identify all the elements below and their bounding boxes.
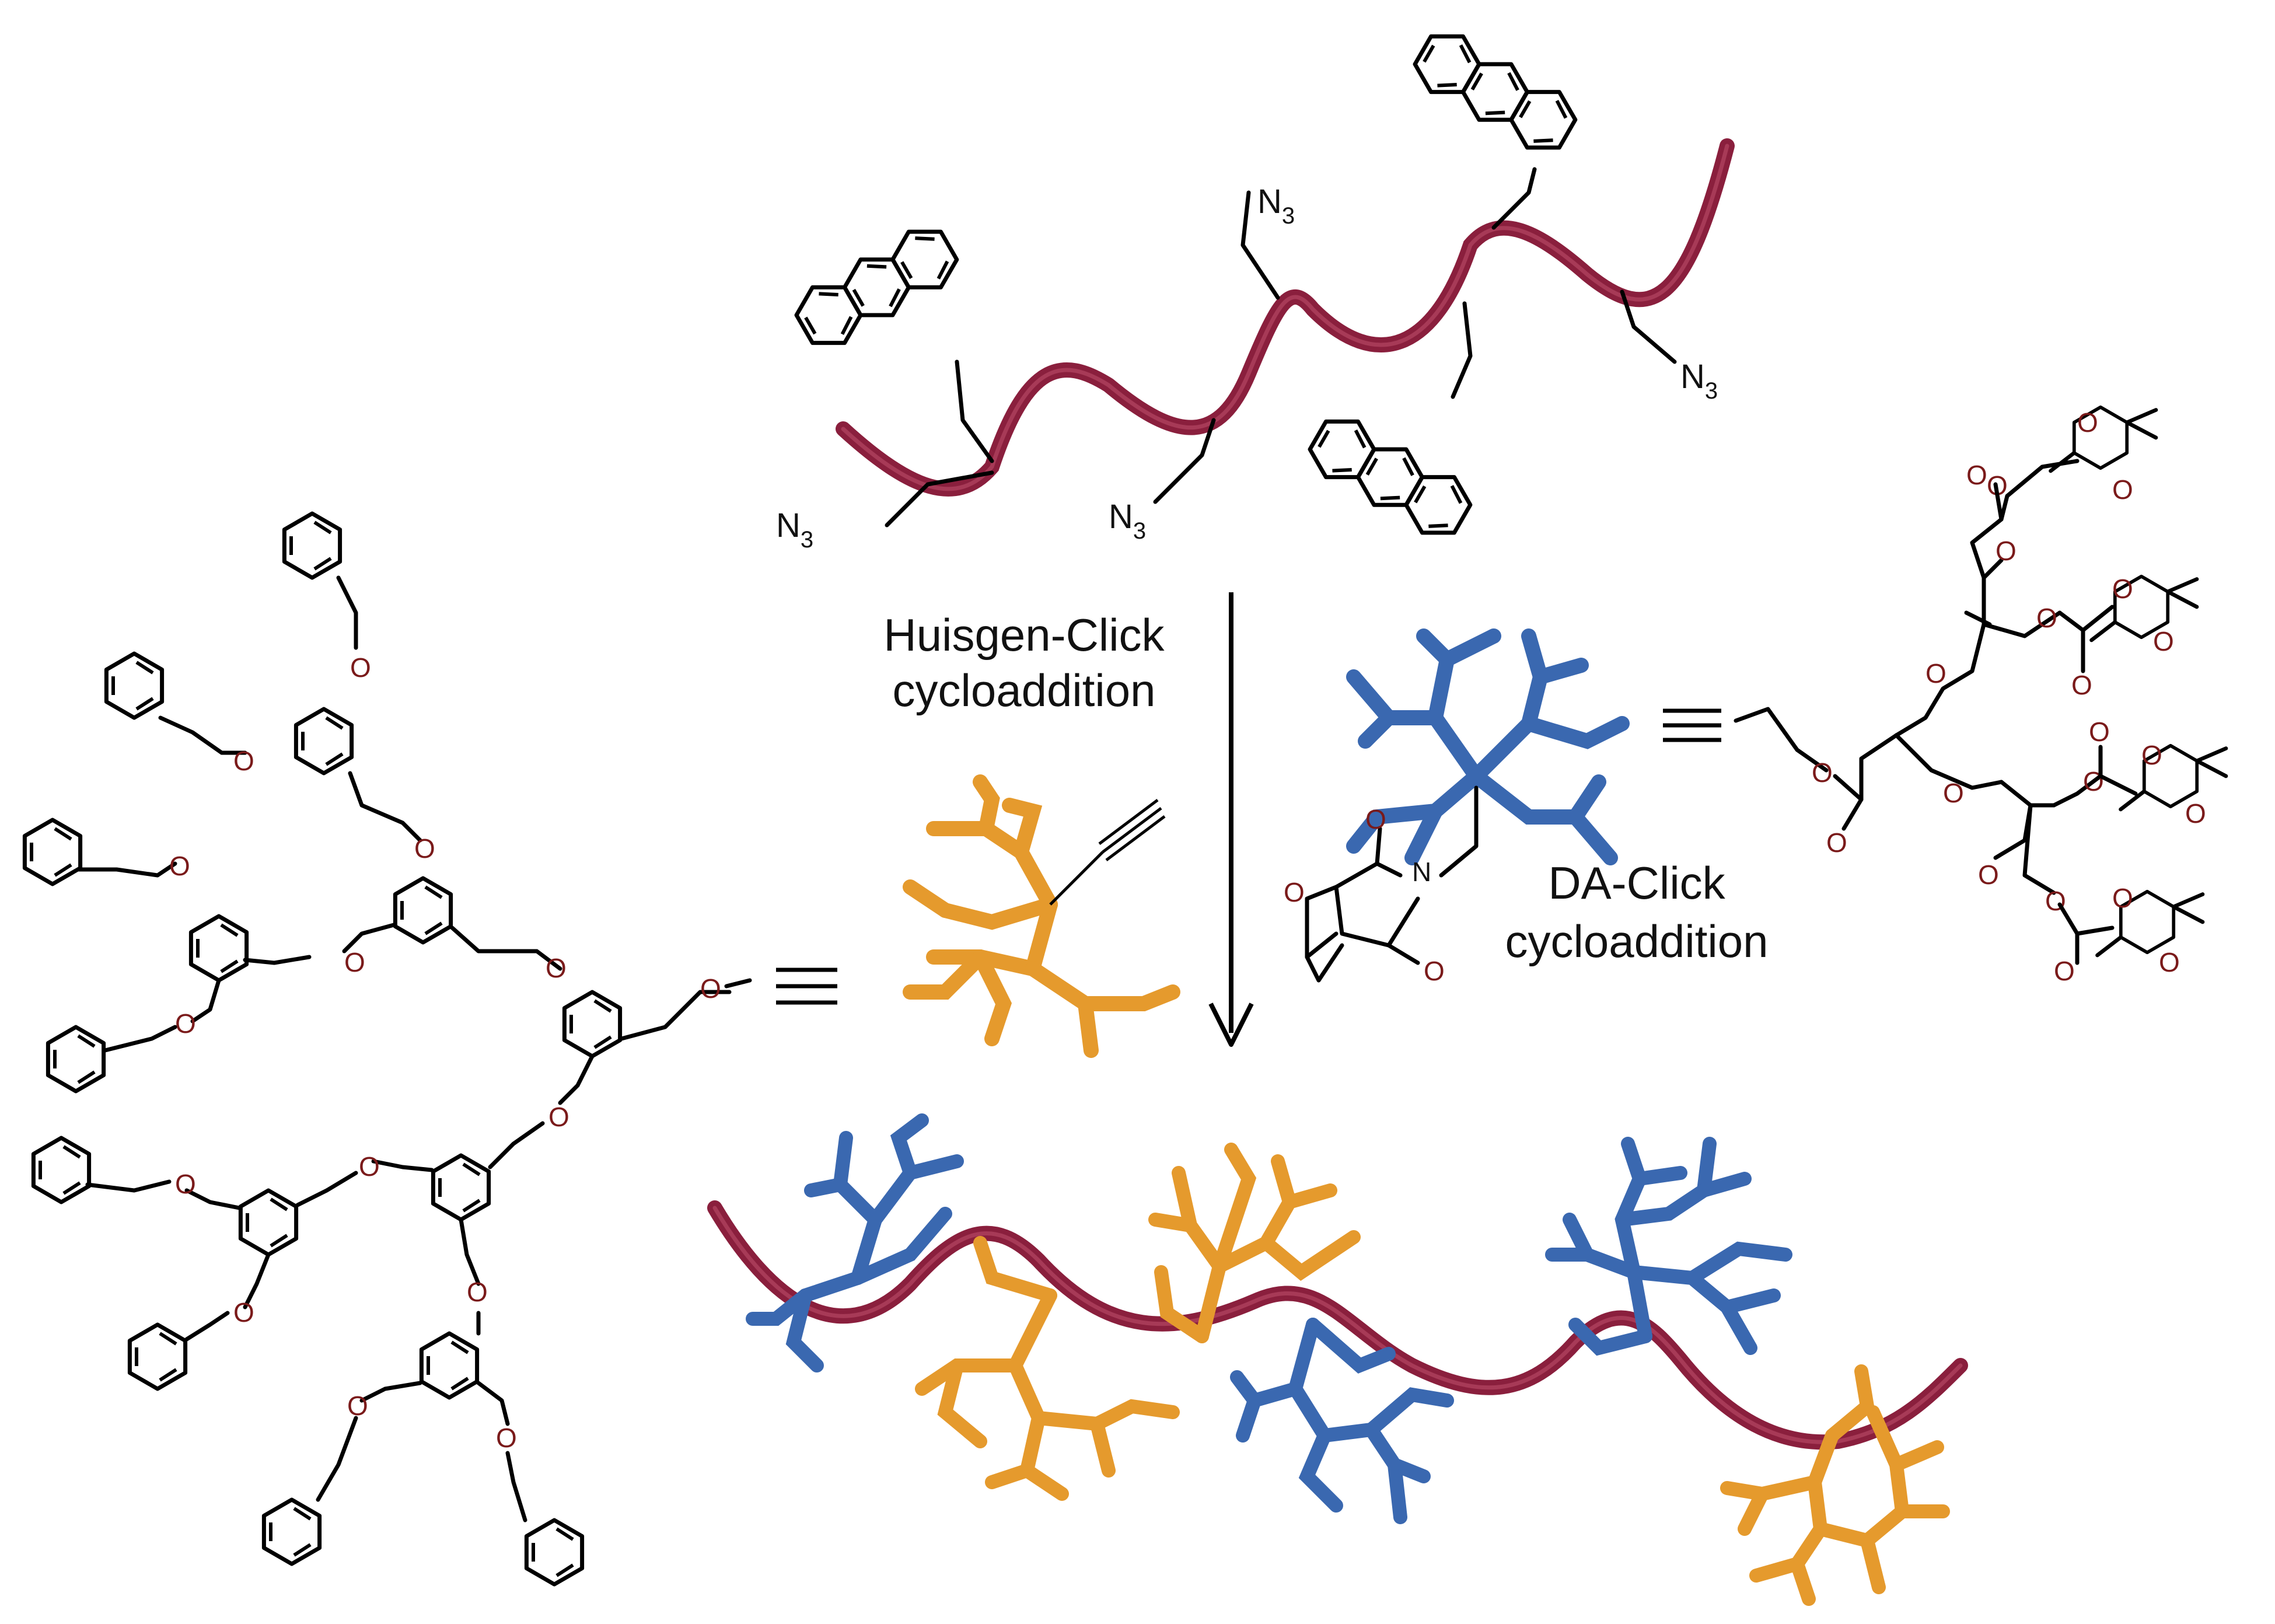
svg-text:O: O <box>233 746 254 776</box>
svg-text:O: O <box>350 652 371 683</box>
svg-text:O: O <box>1925 658 1946 689</box>
svg-text:O: O <box>2089 717 2110 747</box>
svg-text:O: O <box>414 833 435 864</box>
da-dendron-attached <box>1230 1318 1454 1524</box>
svg-text:N3: N3 <box>1680 358 1718 404</box>
svg-text:N3: N3 <box>1257 183 1295 229</box>
svg-text:N: N <box>1412 857 1431 887</box>
reaction-arrow-icon <box>1208 592 1254 1047</box>
azide-anthracene-polymer: N3 N3 N3 N3 <box>776 23 1735 553</box>
svg-text:O: O <box>1826 827 1847 858</box>
benzyl-ether-dendron-structure: O O O O O O O O O O <box>25 514 752 1584</box>
svg-text:O: O <box>1978 860 1999 890</box>
svg-text:O: O <box>1943 778 1964 808</box>
svg-text:O: O <box>2036 603 2057 633</box>
da-dendron-model <box>1346 628 1630 865</box>
svg-text:O: O <box>359 1151 380 1182</box>
svg-text:O: O <box>2071 670 2092 700</box>
huisgen-click-label: Huisgen-Click cycloaddition <box>883 609 1165 716</box>
svg-text:O: O <box>2185 798 2206 829</box>
huisgen-dendron-model <box>903 774 1180 1058</box>
equivalence-icon <box>776 968 837 1005</box>
svg-text:O: O <box>2141 740 2162 770</box>
anthracene-group <box>1302 301 1478 547</box>
azide-label: N3 <box>1257 183 1295 229</box>
svg-text:O: O <box>2112 474 2133 505</box>
huisgen-dendron-attached <box>915 1236 1180 1501</box>
svg-text:O: O <box>169 851 190 881</box>
svg-text:O: O <box>1365 804 1386 834</box>
svg-text:O: O <box>2077 407 2098 438</box>
azide-label: N3 <box>1109 498 1146 544</box>
svg-text:O: O <box>2054 956 2075 986</box>
svg-text:O: O <box>700 973 721 1004</box>
azide-label: N3 <box>1680 358 1718 404</box>
svg-text:O: O <box>344 947 365 977</box>
polyester-dendron-structure: O O O O O O O O O O O O O O O O <box>1734 407 2226 986</box>
huisgen-dendron-attached <box>1148 1143 1361 1343</box>
da-dendron-attached <box>746 1113 964 1372</box>
da-dendron-attached <box>1545 1137 1792 1356</box>
svg-text:O: O <box>546 953 567 983</box>
svg-text:O: O <box>233 1297 254 1328</box>
svg-text:O: O <box>1424 956 1445 986</box>
svg-text:O: O <box>175 1008 196 1039</box>
svg-text:O: O <box>347 1391 368 1421</box>
svg-text:O: O <box>2112 574 2133 604</box>
svg-text:O: O <box>2153 626 2174 656</box>
svg-text:N3: N3 <box>776 507 813 553</box>
anthracene-group <box>1407 23 1583 230</box>
product-polymer-model <box>707 1113 1968 1606</box>
svg-text:O: O <box>2159 947 2180 977</box>
da-click-label: DA-Click cycloaddition <box>1505 857 1769 967</box>
svg-text:O: O <box>2112 883 2133 913</box>
svg-text:O: O <box>175 1169 196 1199</box>
svg-text:DA-Click: DA-Click <box>1548 857 1725 909</box>
equivalence-icon <box>1663 708 1721 742</box>
anthracene-group <box>788 218 994 463</box>
alkyne-icon <box>1049 799 1166 906</box>
maleimide-linker: N O O O <box>1284 785 1479 986</box>
svg-text:O: O <box>548 1102 569 1132</box>
svg-text:O: O <box>467 1277 488 1307</box>
huisgen-dendron-attached <box>1720 1364 1950 1606</box>
azide-label: N3 <box>776 507 813 553</box>
svg-text:O: O <box>1996 536 2017 566</box>
svg-text:O: O <box>496 1423 517 1453</box>
svg-text:O: O <box>1284 877 1305 907</box>
svg-text:cycloaddition: cycloaddition <box>1505 916 1769 967</box>
svg-text:N3: N3 <box>1109 498 1146 544</box>
svg-text:Huisgen-Click: Huisgen-Click <box>883 609 1165 661</box>
svg-text:cycloaddition: cycloaddition <box>893 665 1156 716</box>
svg-text:O: O <box>1966 460 1987 490</box>
svg-text:O: O <box>1812 757 1833 788</box>
